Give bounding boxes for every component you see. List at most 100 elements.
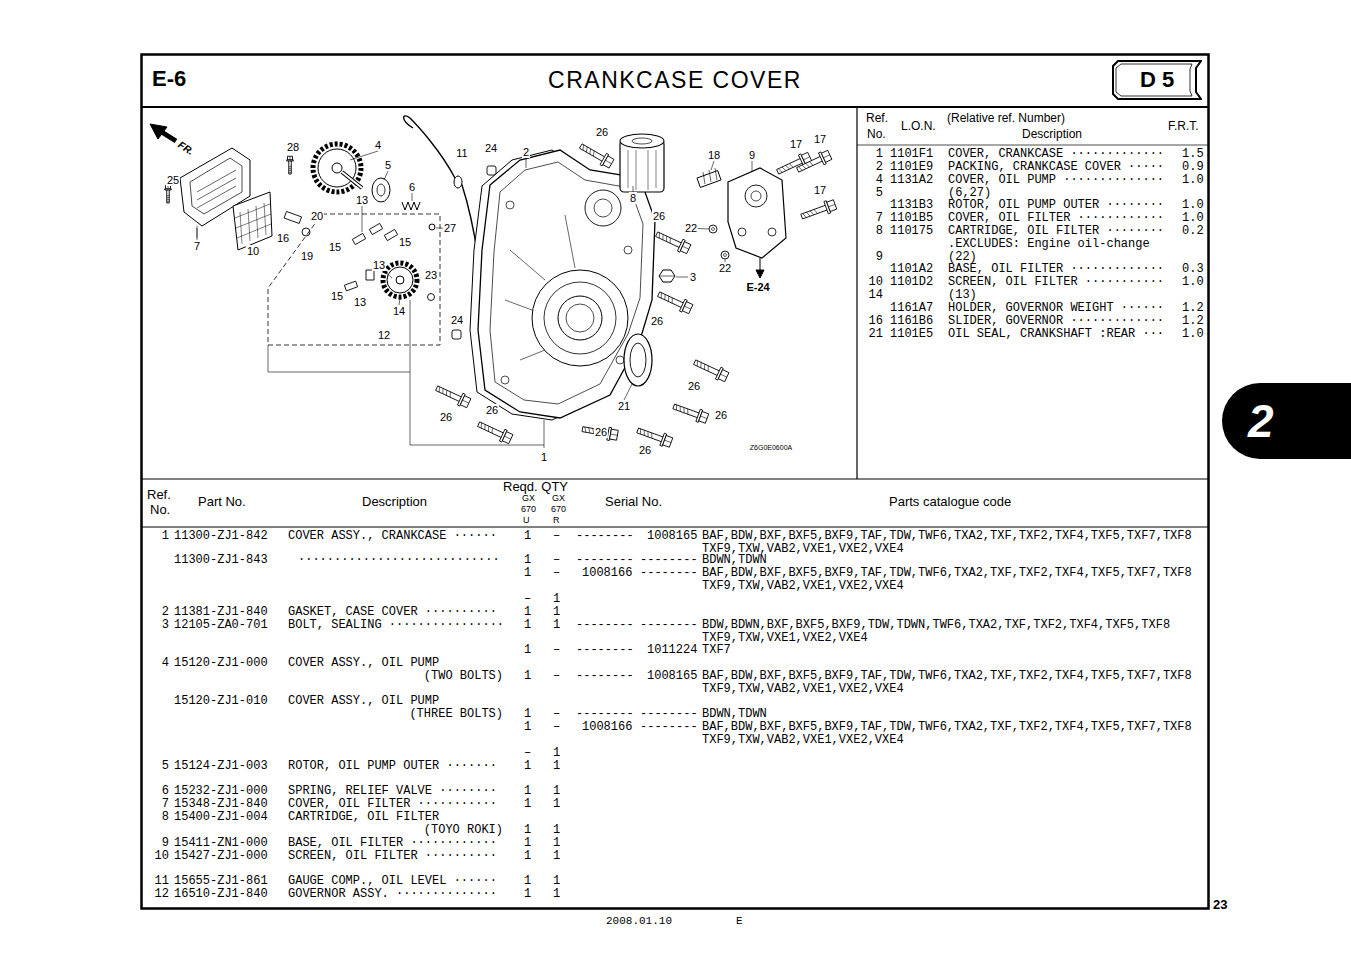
table-cell: COVER ASSY., OIL PUMP [288, 695, 439, 708]
callout-number: 26 [714, 409, 728, 421]
table-cell: -------- [640, 567, 698, 580]
table-cell: – [553, 530, 560, 543]
callout-number: 26 [638, 444, 652, 456]
table-header: No. [150, 502, 170, 517]
callout-number: 3 [689, 271, 697, 283]
table-cell: 15411-ZN1-000 [174, 837, 268, 850]
table-cell: 1 [553, 875, 560, 888]
table-cell: 2 [162, 606, 169, 619]
table-cell: 15348-ZJ1-840 [174, 798, 268, 811]
table-cell: COVER, OIL FILTER ··········· [288, 798, 497, 811]
table-cell: 1161A7 [890, 302, 933, 315]
table-cell: GASKET, CASE COVER ·········· [288, 606, 497, 619]
table-cell: SCREEN, OIL FILTER ·········· [288, 850, 497, 863]
chapter-number: 2 [1248, 396, 1274, 446]
table-cell: 12105-ZA0-701 [174, 619, 268, 632]
table-cell: 1.0 [1182, 199, 1204, 212]
table-cell: PACKING, CRANKCASE COVER ····· [948, 161, 1164, 174]
table-cell: 11381-ZJ1-840 [174, 606, 268, 619]
table-cell: 1101E5 [890, 328, 933, 341]
table-cell: 1 [553, 850, 560, 863]
table-header: F.R.T. [1168, 119, 1199, 133]
table-cell: 1 [524, 670, 531, 683]
section-code: D 5 [1140, 68, 1174, 92]
table-cell: COVER, OIL FILTER ············ [948, 212, 1164, 225]
table-cell: -------- [576, 554, 634, 567]
table-cell: 2 [876, 161, 883, 174]
table-cell: 1 [553, 785, 560, 798]
table-cell: GOVERNOR ASSY. ·············· [288, 888, 497, 901]
table-cell: 1 [524, 875, 531, 888]
table-cell: 1011224 [647, 644, 697, 657]
table-cell: 7 [876, 212, 883, 225]
table-cell: 11 [155, 875, 169, 888]
table-cell: 1 [553, 798, 560, 811]
table-header: GX [552, 493, 565, 503]
callout-number: 24 [450, 314, 464, 326]
table-cell: 1.2 [1182, 315, 1204, 328]
table-cell: 110175 [890, 225, 933, 238]
callout-number: 13 [353, 296, 367, 308]
table-header: Description [1022, 127, 1082, 141]
footer-text: 2008.01.10 [606, 915, 672, 928]
catalogue-codes: BDW,BDWN,BXF,BXF5,BXF9,TDW,TDWN,TWF6,TXA… [702, 619, 1212, 645]
table-cell: (TOYO ROKI) [424, 824, 503, 837]
table-cell: 11300-ZJ1-843 [174, 554, 268, 567]
table-cell: 5 [162, 760, 169, 773]
table-cell: 1 [876, 148, 883, 161]
table-cell: (THREE BOLTS) [409, 708, 503, 721]
table-header: L.O.N. [901, 119, 936, 133]
table-cell: -------- [576, 644, 634, 657]
table-cell: 1.0 [1182, 276, 1204, 289]
catalogue-codes: BAF,BDW,BXF,BXF5,BXF9,TAF,TDW,TWF6,TXA2,… [702, 670, 1212, 696]
table-cell: – [524, 593, 531, 606]
callout-number: 26 [485, 404, 499, 416]
callout-number: 26 [594, 426, 608, 438]
table-cell: 1 [524, 567, 531, 580]
table-cell: -------- [576, 619, 634, 632]
table-cell: 1 [553, 824, 560, 837]
table-cell: 1 [524, 798, 531, 811]
table-header: Ref. [866, 111, 888, 125]
table-cell: COVER, CRANKCASE ············· [948, 148, 1164, 161]
table-cell: 16510-ZJ1-840 [174, 888, 268, 901]
page-frame [142, 55, 1209, 909]
table-cell: 1 [524, 850, 531, 863]
table-cell: 1 [553, 747, 560, 760]
table-cell: 1 [553, 593, 560, 606]
callout-number: 18 [707, 149, 721, 161]
table-cell: 8 [876, 225, 883, 238]
table-cell: SPRING, RELIEF VALVE ········ [288, 785, 497, 798]
table-header: GX [522, 493, 535, 503]
table-header: Serial No. [605, 494, 662, 509]
table-cell: 1131A2 [890, 174, 933, 187]
table-cell: BASE, OIL FILTER ············· [948, 263, 1164, 276]
table-cell: CARTRIDGE, OIL FILTER ········ [948, 225, 1164, 238]
table-cell: BDWN,TDWN [702, 708, 767, 721]
table-cell: ···························· [298, 554, 500, 567]
table-cell: 0.9 [1182, 161, 1204, 174]
table-header: No. [867, 127, 886, 141]
table-cell: 11300-ZJ1-842 [174, 530, 268, 543]
callout-number: 8 [629, 192, 637, 204]
table-cell: -------- [640, 554, 698, 567]
callout-number: 16 [276, 232, 290, 244]
table-cell: 1 [524, 785, 531, 798]
section-code: E-6 [152, 66, 186, 92]
callout-number: 4 [374, 139, 382, 151]
table-cell: 0.3 [1182, 263, 1204, 276]
callout-number: 26 [652, 210, 666, 222]
table-cell: 4 [876, 174, 883, 187]
table-cell: 1.0 [1182, 328, 1204, 341]
table-cell: 15427-ZJ1-000 [174, 850, 268, 863]
table-cell: 1 [553, 606, 560, 619]
page-title: CRANKCASE COVER [425, 66, 925, 94]
table-cell: 1 [553, 837, 560, 850]
callout-number: 6 [408, 181, 416, 193]
table-cell: 1 [524, 530, 531, 543]
table-cell: 15120-ZJ1-010 [174, 695, 268, 708]
table-cell: 1008165 [647, 670, 697, 683]
table-header: Part No. [198, 494, 246, 509]
callout-number: 20 [310, 210, 324, 222]
table-cell: 14 [869, 289, 883, 302]
